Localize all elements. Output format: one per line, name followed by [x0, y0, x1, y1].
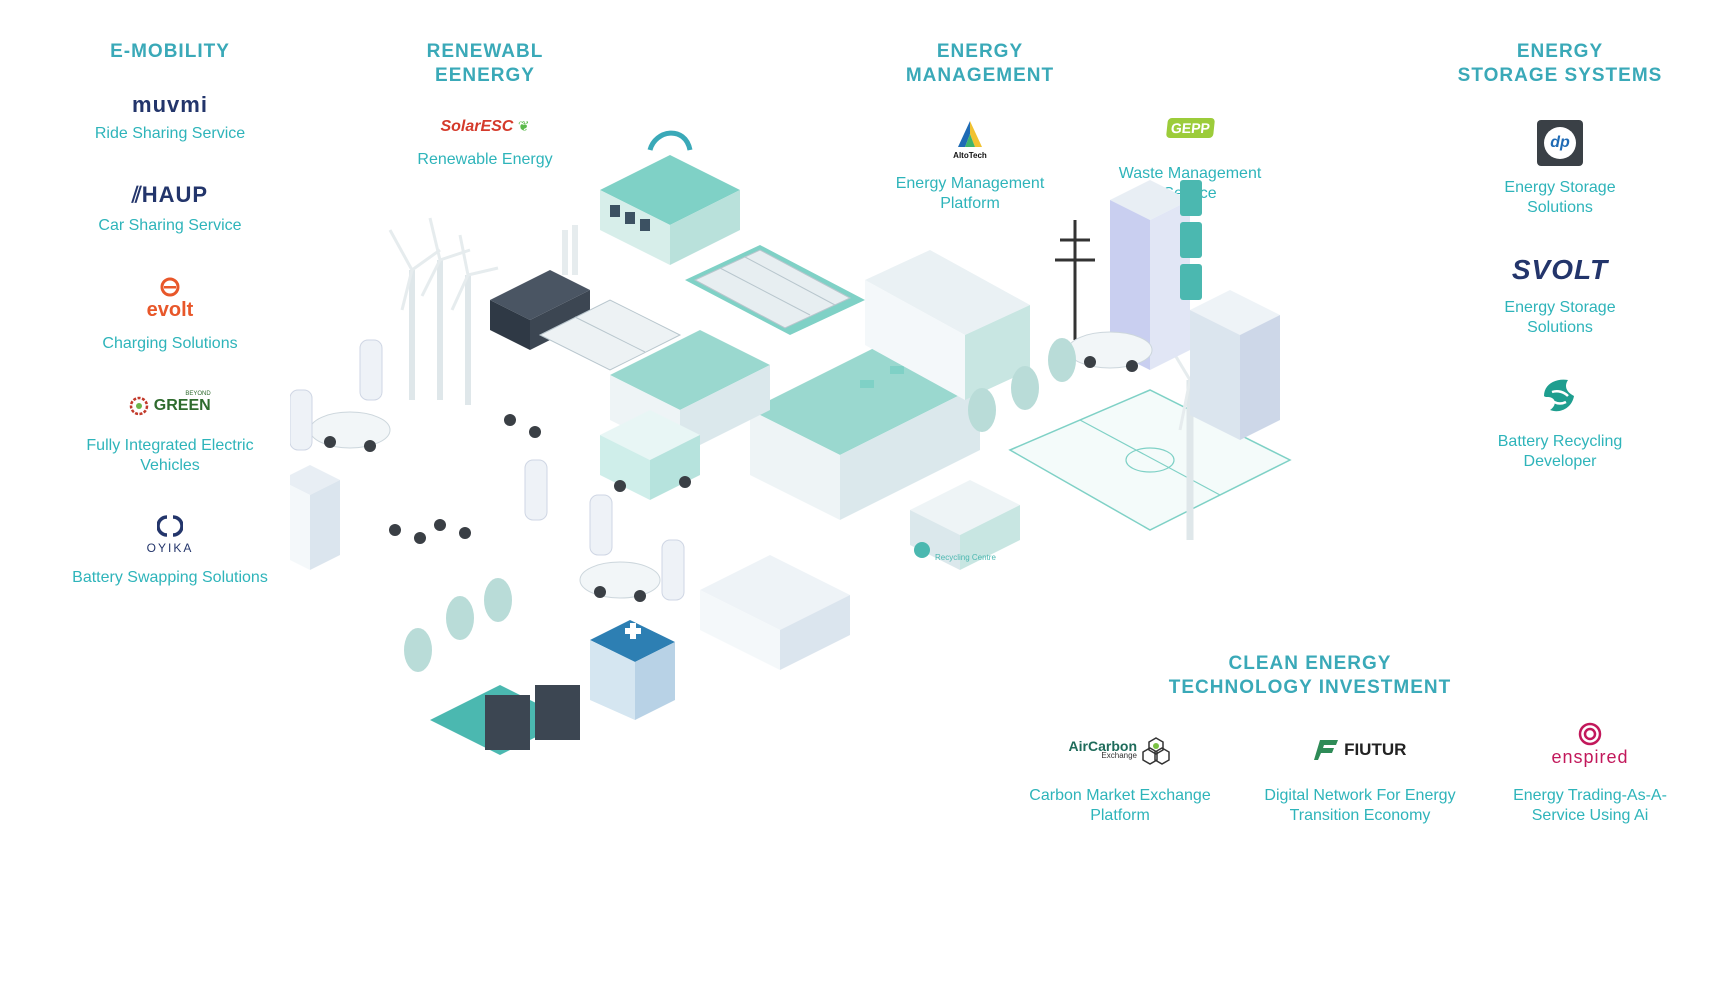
recycling-centre-label: Recycling Centre [935, 553, 996, 562]
trees [404, 338, 1076, 672]
solar-panels-middle [538, 299, 682, 371]
emobility-desc-charging: Charging Solutions [102, 335, 238, 352]
svolt-logo: SVOLT [1490, 254, 1630, 286]
solaresc-logo-text: SolarESC [440, 118, 514, 135]
evolt-e-icon [160, 277, 180, 297]
isometric-city-illustration: Recycling Centre [290, 130, 1292, 755]
turbine-blades-left [388, 217, 499, 311]
muvmi-logo-text: muvmi [132, 92, 208, 117]
emobility-desc-battery-swap: Battery Swapping Solutions [72, 569, 268, 586]
oyika-logo-text: OYIKA [146, 541, 194, 555]
emobility-desc-ride-sharing: Ride Sharing Service [94, 125, 246, 142]
leaf-recycle-icon [1544, 379, 1574, 412]
solaresc-logo: SolarESC ❦ [420, 118, 550, 136]
e-scooters [389, 414, 541, 544]
energy-mgmt-desc-platform: Energy Management Platform [895, 175, 1045, 212]
energy-mgmt-heading-line2: MANAGEMENT [905, 65, 1055, 86]
energy-mgmt-heading: ENERGY MANAGEMENT [880, 40, 1080, 88]
wind-turbines-left [409, 260, 471, 405]
muvmi-logo: muvmi [80, 92, 260, 118]
enspired-logo-text: enspired [1551, 747, 1629, 767]
recycling-centre: Recycling Centre [910, 480, 1020, 570]
emobility-desc-car-sharing: Car Sharing Service [98, 217, 242, 234]
dp-logo-circle: dp [1544, 127, 1576, 159]
fiutur-logo: FIUTUR [1290, 738, 1430, 762]
ev-car-left [309, 411, 391, 452]
emobility-heading: E-MOBILITY [110, 41, 230, 62]
altotech-logo-text: AltoTech [953, 151, 987, 160]
altotech-a-icon [958, 121, 982, 147]
solar-panels-top [685, 245, 865, 335]
solaresc-leaf-icon: ❦ [517, 118, 530, 134]
haup-logo: ⫽HAUP [80, 182, 260, 208]
aircarbon-small-text: Exchange [1101, 751, 1137, 760]
haup-logo-text: HAUP [141, 182, 209, 207]
renewable-heading: RENEWABL EENERGY [390, 40, 580, 88]
storage-desc-3: Battery Recycling Developer [1497, 433, 1623, 470]
evolt-logo-text: evolt [146, 299, 194, 321]
clean-invest-heading: CLEAN ENERGY TECHNOLOGY INVESTMENT [1150, 652, 1470, 700]
ev-car-bottom [579, 561, 661, 602]
storage-heading-line2: STORAGE SYSTEMS [1457, 65, 1663, 86]
beyond-green-gear-icon [130, 396, 149, 416]
electric-truck [600, 410, 700, 500]
clean-invest-desc-digital: Digital Network For Energy Transition Ec… [1264, 787, 1456, 824]
oyika-logo: OYIKA [100, 514, 240, 555]
battery-swap-kiosks [430, 685, 580, 755]
clean-invest-desc-carbon: Carbon Market Exchange Platform [1029, 787, 1211, 824]
recycling-leaf-logo [1536, 374, 1584, 423]
fiutur-f-icon [1313, 740, 1338, 760]
storage-desc-1: Energy Storage Solutions [1504, 179, 1616, 216]
storage-heading: ENERGY STORAGE SYSTEMS [1440, 40, 1680, 88]
dp-logo-box: dp [1537, 120, 1583, 166]
enspired-swirl-icon [1578, 722, 1602, 746]
dp-logo-text: dp [1550, 134, 1570, 151]
ev-car-right [1067, 331, 1153, 372]
data-center [865, 250, 1030, 400]
clean-invest-desc-trading: Energy Trading-As-A-Service Using Ai [1513, 787, 1667, 824]
clean-invest-heading-line1: CLEAN ENERGY [1228, 653, 1392, 674]
aircarbon-hex-icon [1142, 737, 1171, 765]
power-tower [1055, 220, 1095, 340]
altotech-logo: AltoTech [920, 120, 1020, 160]
dp-logo: dp [1534, 120, 1586, 166]
oyika-ring-icon [156, 515, 184, 537]
fiutur-logo-text: FIUTUR [1344, 740, 1407, 759]
enspired-logo: enspired [1530, 722, 1650, 768]
skyscraper-right [1110, 180, 1202, 370]
beyond-green-logo: BEYOND GREEN [90, 391, 250, 416]
eco-building-top [600, 130, 740, 265]
svolt-logo-text: SVOLT [1511, 254, 1609, 285]
hospital-building [590, 620, 675, 720]
storage-heading-line1: ENERGY [1516, 41, 1604, 62]
aircarbon-logo-text: AirCarbon [1068, 738, 1137, 754]
charging-stations [290, 339, 685, 601]
emobility-desc-integrated-ev: Fully Integrated Electric Vehicles [86, 437, 254, 474]
renewable-heading-line1: RENEWABL [426, 41, 544, 62]
evolt-logo: evolt [100, 276, 240, 322]
renewable-heading-line2: EENERGY [435, 65, 535, 86]
beyond-green-logo-text: GREEN [153, 397, 211, 414]
office-complex-bottom [700, 555, 850, 670]
energy-mgmt-heading-line1: ENERGY [936, 41, 1024, 62]
aircarbon-logo: AirCarbon Exchange [1050, 736, 1190, 766]
haup-mark-icon: ⫽ [131, 182, 142, 207]
office-building-right [1190, 290, 1280, 440]
renewable-desc: Renewable Energy [417, 151, 553, 168]
apartment-left [290, 465, 340, 570]
storage-desc-2: Energy Storage Solutions [1504, 299, 1616, 336]
beyond-green-small-text: BEYOND [185, 391, 211, 397]
clean-invest-heading-line2: TECHNOLOGY INVESTMENT [1168, 677, 1452, 698]
